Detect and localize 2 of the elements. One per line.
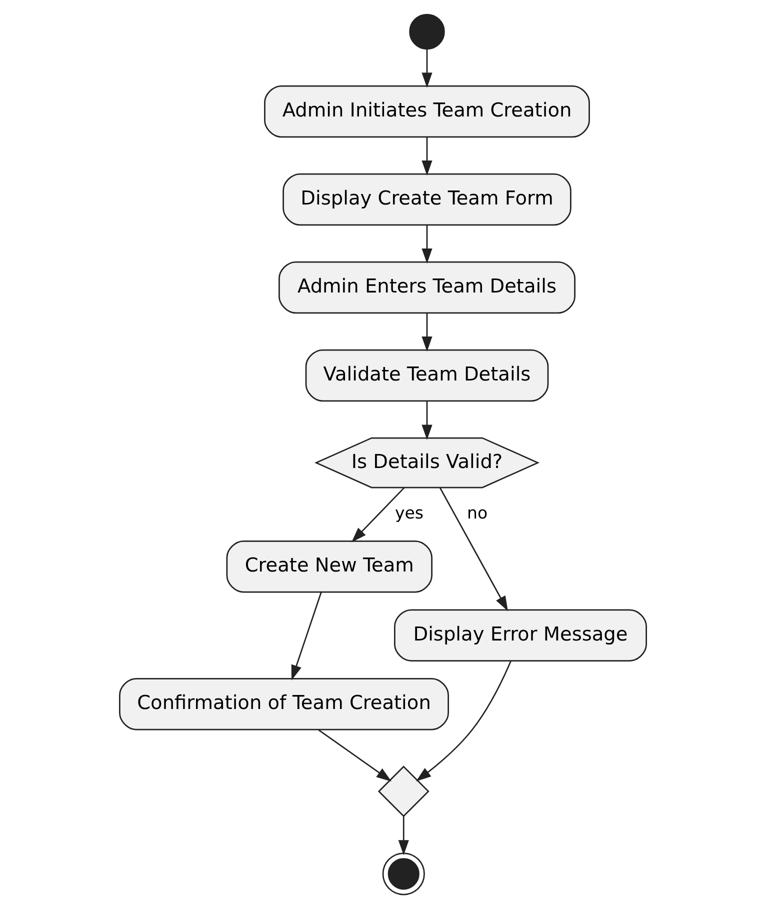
edge-label: yes bbox=[394, 503, 424, 522]
edge-label: no bbox=[466, 503, 488, 522]
